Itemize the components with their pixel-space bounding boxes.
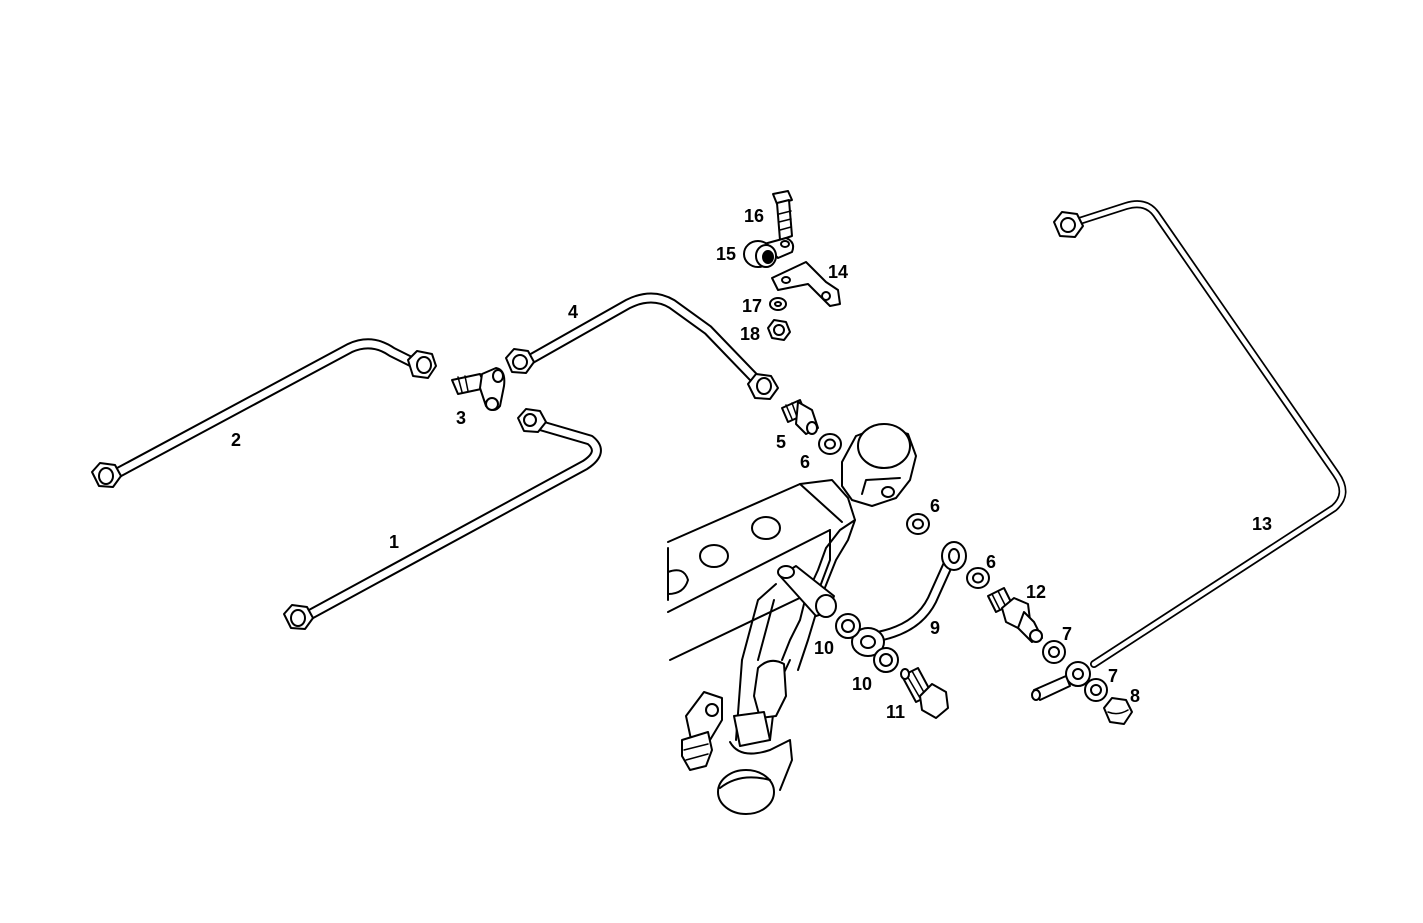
hex-nut-icon (747, 373, 779, 400)
callout-17: 17 (742, 296, 762, 316)
callout-4: 4 (568, 302, 578, 322)
callout-16: 16 (744, 206, 764, 226)
hex-nut-icon (283, 604, 314, 630)
callout-13: 13 (1252, 514, 1272, 534)
callout-11: 11 (886, 702, 905, 722)
callout-5: 5 (776, 432, 786, 452)
callout-8: 8 (1130, 686, 1140, 706)
fitting-12 (987, 587, 1043, 643)
engine-housing (667, 423, 917, 815)
callout-6-upper: 6 (800, 452, 810, 472)
callout-14: 14 (828, 262, 848, 282)
callout-7-lower: 7 (1108, 666, 1118, 686)
pipe-4 (505, 292, 779, 400)
hex-nut-icon (505, 348, 535, 374)
bracket-14 (771, 261, 841, 307)
washer-7-lower (1084, 678, 1108, 702)
hex-nut-icon (1053, 211, 1084, 238)
callout-6-right: 6 (986, 552, 996, 572)
bolt-16 (772, 190, 793, 241)
callout-9: 9 (930, 618, 940, 638)
rubber-clip-15 (743, 237, 795, 268)
nut-18 (767, 319, 791, 341)
callout-12: 12 (1026, 582, 1046, 602)
washer-17 (769, 297, 787, 311)
washer-6-upper (818, 433, 842, 455)
callout-7-upper: 7 (1062, 624, 1072, 644)
cap-nut-8 (1103, 697, 1133, 725)
callout-6-mid: 6 (930, 496, 940, 516)
callout-10-lower: 10 (852, 674, 872, 694)
callout-3: 3 (456, 408, 466, 428)
washer-7-upper (1042, 640, 1066, 664)
pipe-1 (283, 408, 602, 630)
tee-fitting-3 (451, 367, 506, 411)
banjo-bolt-11 (900, 667, 949, 719)
pipe-2 (91, 338, 437, 488)
callout-1: 1 (389, 532, 399, 552)
hex-nut-icon (91, 462, 122, 488)
washer-6-right (966, 567, 990, 589)
banjo-pipe-9 (851, 541, 967, 657)
callout-18: 18 (740, 324, 760, 344)
pipe-13 (1031, 200, 1347, 701)
washer-6-mid (906, 513, 930, 535)
union-fitting-5 (781, 399, 819, 435)
washer-10-upper (835, 613, 861, 639)
hex-nut-icon (517, 408, 547, 433)
hex-nut-icon (407, 350, 437, 379)
callout-labels: 1 2 3 4 5 6 6 6 7 7 8 9 10 10 11 12 13 1… (231, 206, 1272, 722)
washer-10-lower (873, 647, 899, 673)
callout-10-upper: 10 (814, 638, 834, 658)
callout-2: 2 (231, 430, 241, 450)
callout-15: 15 (716, 244, 736, 264)
